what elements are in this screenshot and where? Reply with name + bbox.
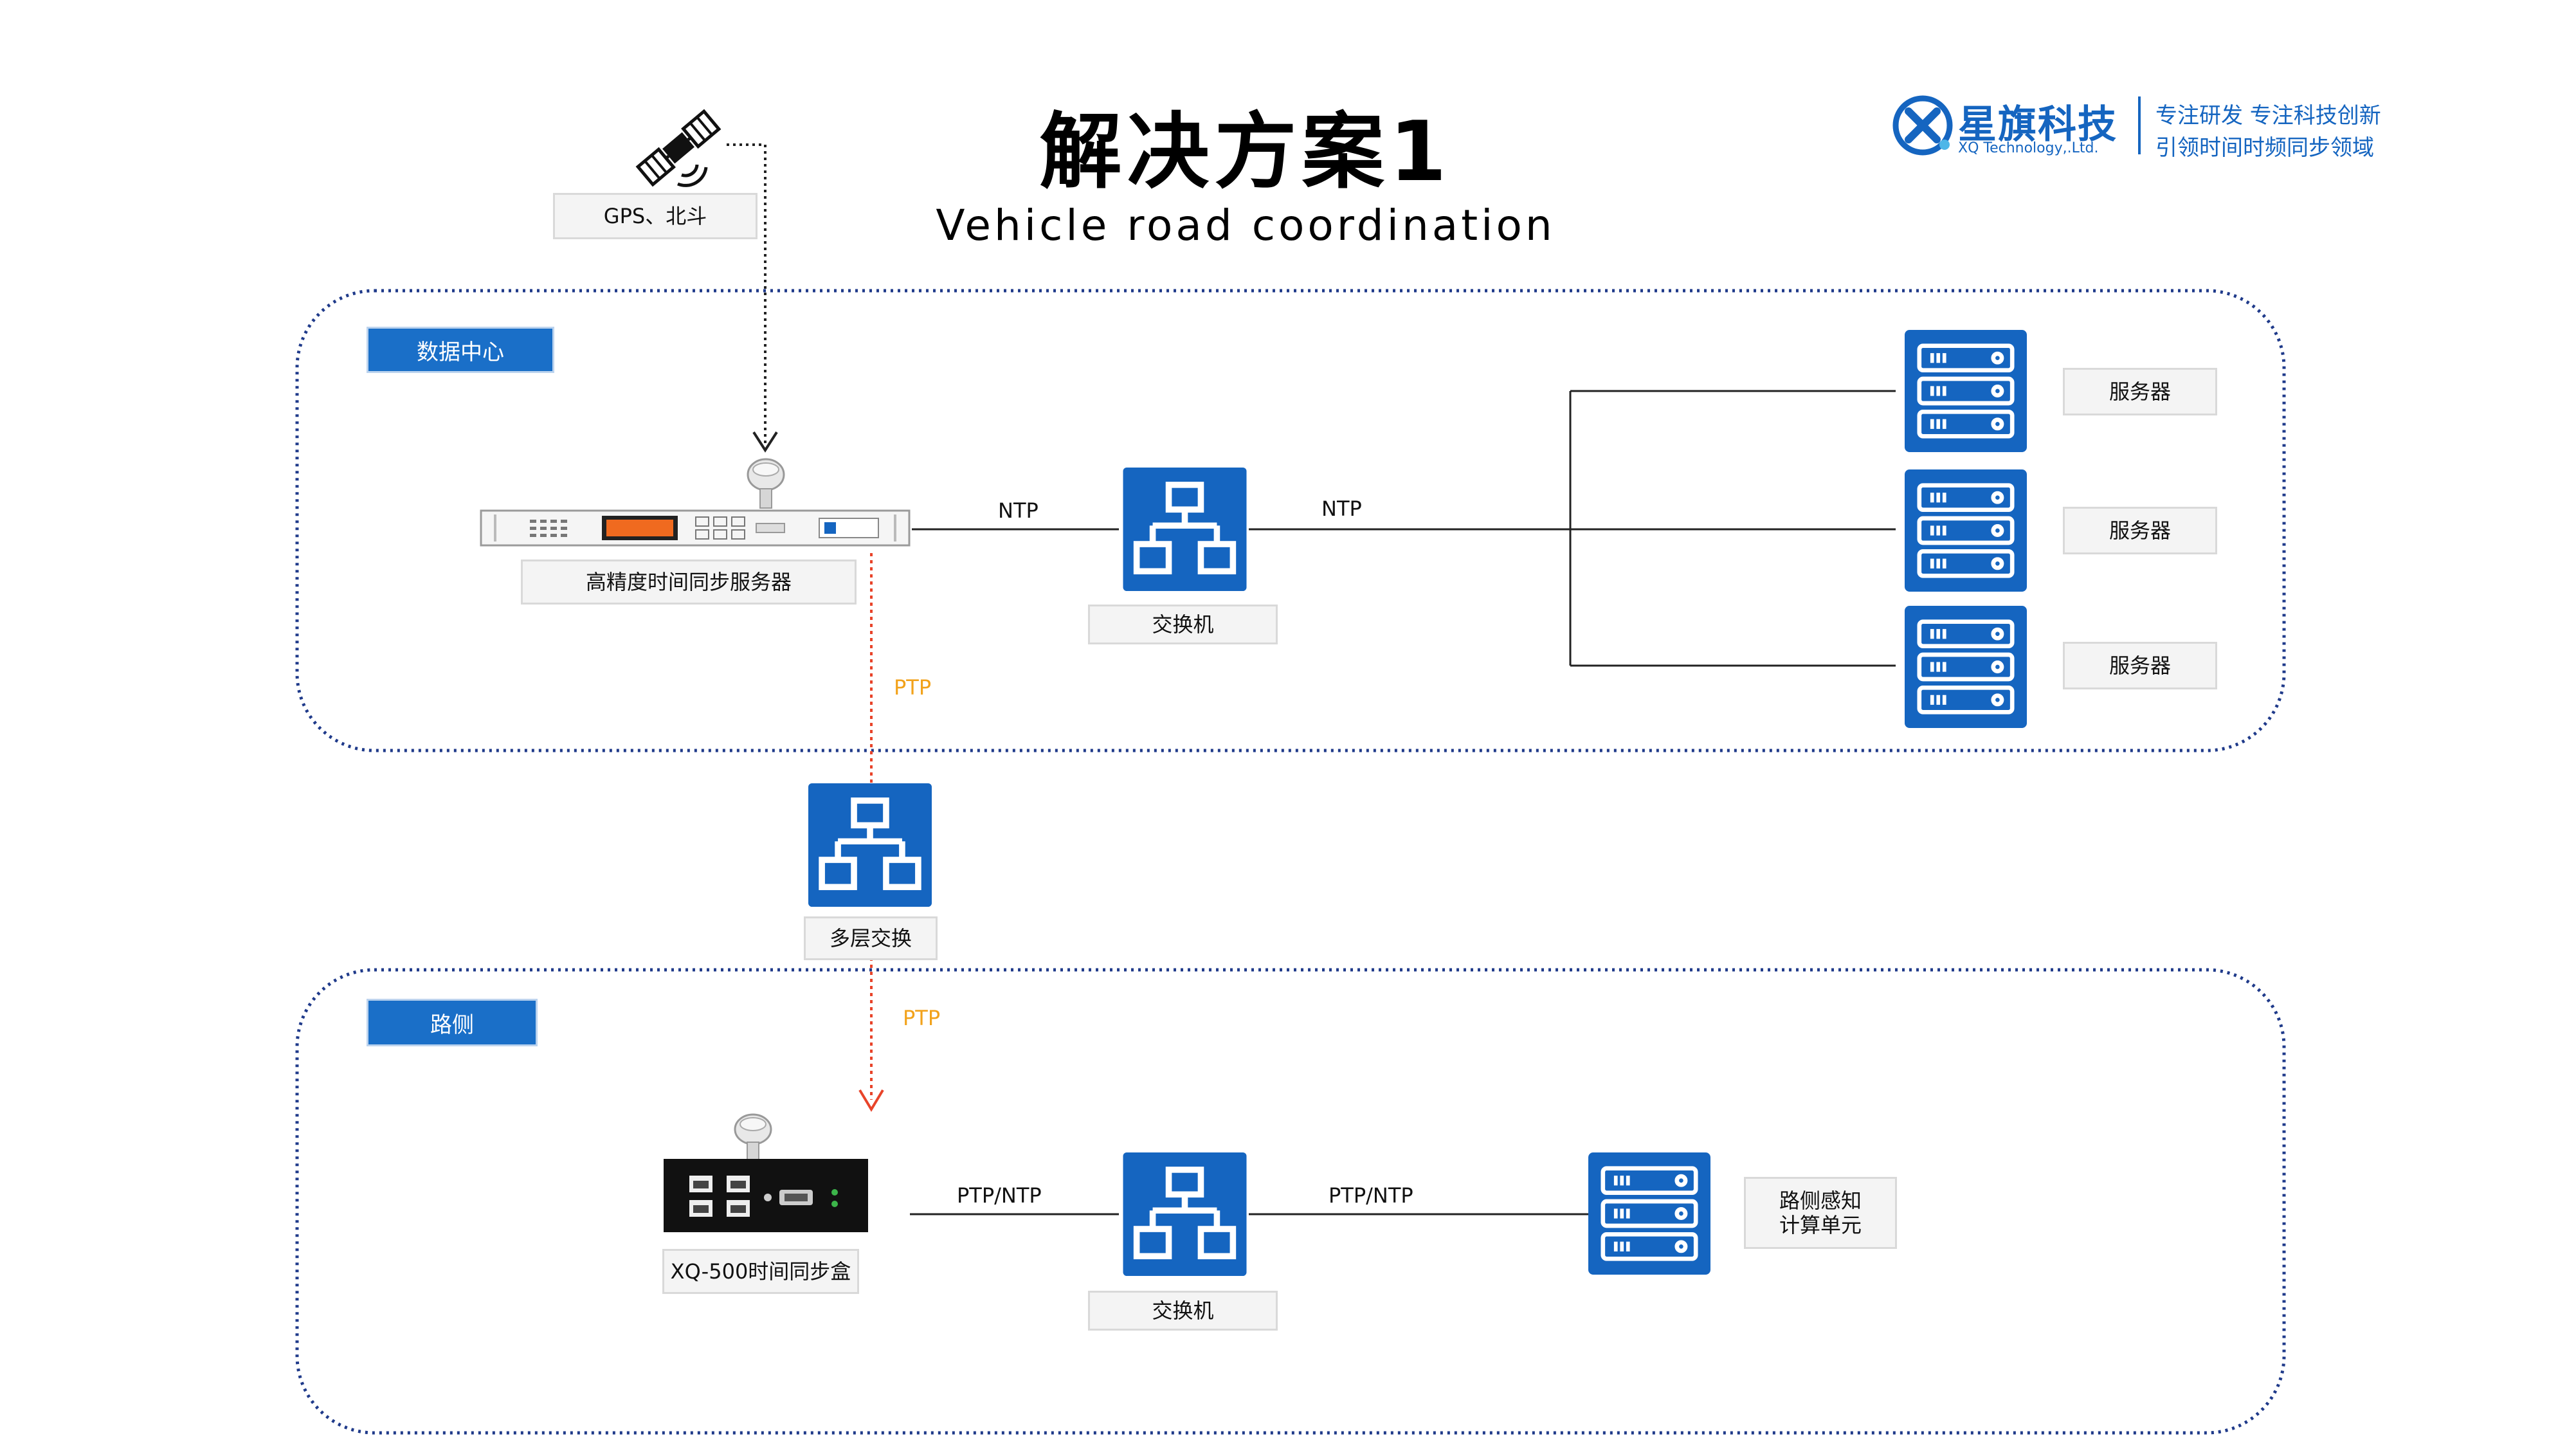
time-sync-box-label: XQ-500时间同步盒: [662, 1249, 859, 1294]
company-name-en: XQ Technology,.Ltd.: [1958, 140, 2099, 156]
server-label-3: 服务器: [2063, 642, 2217, 689]
server-label-2: 服务器: [2063, 507, 2217, 554]
roadside-unit-label: 路侧感知 计算单元: [1744, 1177, 1897, 1249]
logo-divider: [2138, 96, 2141, 154]
server-icon: [1905, 606, 2027, 728]
antenna-icon: [734, 1113, 772, 1162]
ptp-ntp-label-1: PTP/NTP: [957, 1183, 1042, 1208]
multilayer-switch-icon: [808, 783, 932, 907]
ptp-label-lower: PTP: [903, 1006, 941, 1030]
roadside-unit-label-line2: 计算单元: [1779, 1213, 1862, 1237]
ptp-ntp-label-2: PTP/NTP: [1329, 1183, 1413, 1208]
time-sync-box-icon: [664, 1159, 868, 1232]
data-center-zone-border: [295, 289, 2286, 752]
time-sync-server-icon: [480, 509, 911, 547]
data-center-zone-label: 数据中心: [367, 327, 554, 373]
multilayer-switch-label: 多层交换: [804, 916, 938, 960]
time-sync-server-label: 高精度时间同步服务器: [521, 560, 857, 605]
company-logo-icon: [1892, 95, 1953, 156]
ntp-label-1: NTP: [998, 498, 1039, 523]
satellite-label: GPS、北斗: [553, 193, 757, 239]
roadside-zone-label: 路侧: [367, 999, 538, 1046]
satellite-icon: [635, 109, 721, 187]
roadside-zone-border: [295, 968, 2286, 1435]
roadside-unit-label-line1: 路侧感知: [1779, 1188, 1862, 1213]
server-icon: [1905, 469, 2027, 592]
ptp-label-upper: PTP: [894, 675, 932, 700]
gps-arrow: [752, 431, 778, 453]
company-slogan-line1: 专注研发 专注科技创新: [2155, 103, 2381, 129]
server-label-1: 服务器: [2063, 368, 2217, 415]
network-switch-icon: [1123, 468, 1247, 591]
ptp-arrow: [858, 1089, 884, 1112]
ntp-label-2: NTP: [1321, 496, 1362, 521]
roadside-switch-label: 交换机: [1088, 1291, 1278, 1331]
network-switch-icon: [1123, 1152, 1247, 1276]
company-slogan-line2: 引领时间时频同步领域: [2155, 135, 2374, 161]
gps-link: [727, 143, 766, 444]
page-title: 解决方案1: [1039, 104, 1452, 200]
server-icon: [1905, 330, 2027, 452]
server-icon: [1588, 1152, 1710, 1275]
data-center-switch-label: 交换机: [1088, 605, 1278, 644]
page-subtitle: Vehicle road coordination: [936, 201, 1556, 250]
antenna-icon: [747, 458, 785, 509]
company-name: 星旗科技: [1958, 102, 2118, 147]
